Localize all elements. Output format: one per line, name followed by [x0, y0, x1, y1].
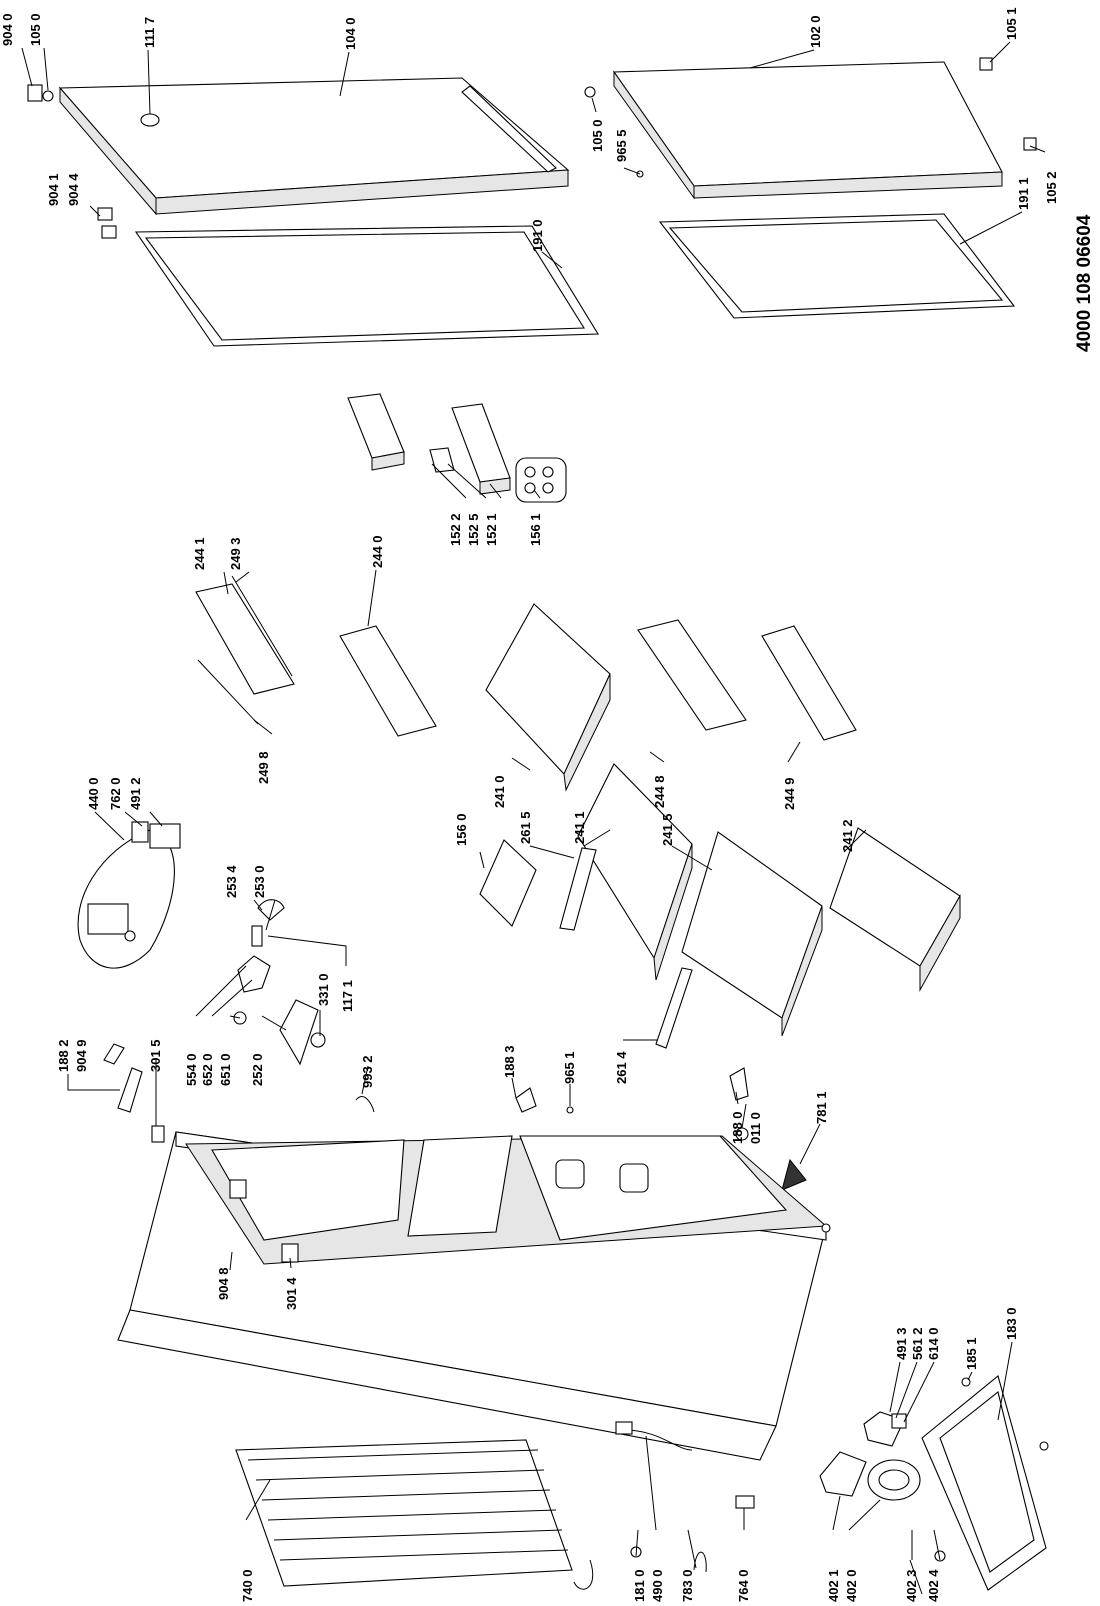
part-label: 491 2: [128, 777, 143, 810]
part-label: 402 0: [844, 1569, 859, 1602]
part-label: 652 0: [200, 1053, 215, 1086]
leader-lines: [21, 41, 1046, 1569]
part-label: 011 0: [748, 1112, 763, 1144]
part-labels: 904 0 105 0 111 7 104 0 102 0 105 1 105 …: [0, 7, 1059, 1602]
glass-shelves: [195, 575, 857, 741]
part-label: 253 0: [252, 865, 267, 898]
compressor-and-base: [819, 1375, 1049, 1595]
door-gasket-lower: [658, 213, 1016, 319]
part-label: 105 0: [590, 119, 605, 152]
part-label: 244 0: [370, 535, 385, 568]
document-number: 4000 108 06604: [1074, 214, 1095, 352]
part-label: 783 0: [680, 1569, 695, 1602]
part-label: 252 0: [250, 1053, 265, 1086]
part-label: 241 0: [492, 775, 507, 808]
part-label: 188 0: [730, 1111, 745, 1144]
part-label: 152 1: [484, 513, 499, 546]
door-gasket-upper: [134, 225, 599, 347]
part-label: 191 1: [1016, 177, 1031, 210]
part-label: 301 5: [148, 1039, 163, 1072]
part-label: 440 0: [86, 777, 101, 810]
door-bins: [347, 393, 567, 503]
part-label: 241 5: [660, 813, 675, 846]
hinge-parts-top-left: [27, 84, 117, 239]
crisper-drawers: [485, 603, 961, 1037]
part-label: 651 0: [218, 1053, 233, 1086]
part-label: 904 1: [46, 173, 61, 206]
part-label: 104 0: [343, 17, 358, 50]
part-label: 904 4: [66, 173, 81, 206]
condenser-coil: [235, 1439, 594, 1590]
part-label: 241 2: [840, 819, 855, 852]
part-label: 102 0: [808, 15, 823, 48]
part-label: 762 0: [108, 777, 123, 810]
part-label: 904 9: [74, 1039, 89, 1072]
part-label: 188 3: [502, 1045, 517, 1078]
door-upper-part: [58, 77, 570, 216]
part-label: 156 0: [454, 813, 469, 846]
part-label: 181 0: [632, 1569, 647, 1602]
part-label: 183 0: [1004, 1307, 1019, 1340]
part-label: 491 3: [894, 1327, 909, 1360]
door-lower-part: [612, 61, 1003, 200]
part-label: 261 4: [614, 1051, 629, 1084]
part-label: 301 4: [284, 1277, 299, 1310]
fan-assembly-440: [77, 821, 181, 969]
part-label: 402 3: [904, 1569, 919, 1602]
part-label: 490 0: [650, 1569, 665, 1602]
part-label: 191 0: [530, 219, 545, 252]
egg-tray: [479, 839, 537, 927]
part-label: 614 0: [926, 1327, 941, 1360]
left-bracket-parts: [103, 1043, 807, 1191]
part-label: 261 5: [518, 811, 533, 844]
part-label: 244 8: [652, 775, 667, 808]
part-label: 965 5: [614, 129, 629, 162]
part-label: 111 7: [142, 17, 157, 48]
part-label: 244 1: [192, 537, 207, 570]
part-label: 117 1: [340, 980, 355, 1012]
part-label: 331 0: [316, 973, 331, 1006]
part-label: 185 1: [964, 1337, 979, 1370]
part-label: 993 2: [360, 1055, 375, 1088]
part-label: 249 3: [228, 537, 243, 570]
part-label: 152 5: [466, 513, 481, 546]
refrigerator-cabinet: [117, 1131, 831, 1461]
power-cord-and-misc: [615, 1421, 755, 1573]
part-label: 904 8: [216, 1267, 231, 1300]
part-label: 402 1: [826, 1569, 841, 1602]
part-label: 156 1: [528, 513, 543, 546]
part-label: 105 1: [1004, 7, 1019, 40]
part-label: 105 0: [28, 13, 43, 46]
part-label: 253 4: [224, 865, 239, 898]
part-label: 152 2: [448, 513, 463, 546]
part-label: 965 1: [562, 1051, 577, 1084]
part-label: 740 0: [240, 1569, 255, 1602]
part-label: 764 0: [736, 1569, 751, 1602]
part-label: 781 1: [814, 1091, 829, 1124]
part-label: 554 0: [184, 1053, 199, 1086]
part-label: 241 1: [572, 811, 587, 844]
part-label: 561 2: [910, 1327, 925, 1360]
thermostat-lamp-assembly: [233, 899, 326, 1066]
part-label: 188 2: [56, 1039, 71, 1072]
part-label: 105 2: [1044, 171, 1059, 204]
part-label: 904 0: [0, 13, 15, 46]
drawer-rails: [559, 847, 693, 1049]
part-label: 402 4: [926, 1569, 941, 1602]
part-label: 249 8: [256, 751, 271, 784]
part-label: 244 9: [782, 777, 797, 810]
